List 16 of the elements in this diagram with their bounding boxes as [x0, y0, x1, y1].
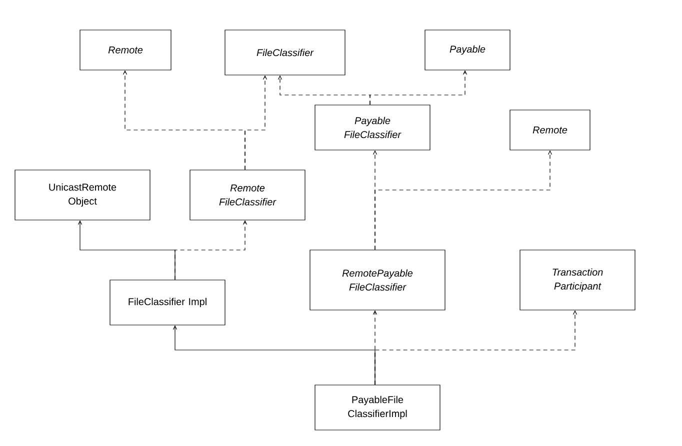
class-box: PayableFile ClassifierImpl [314, 384, 440, 430]
class-box: Payable [424, 30, 510, 70]
class-box: Remote [510, 110, 590, 150]
class-box: Payable FileClassifier [314, 104, 430, 150]
arrow [374, 150, 552, 250]
class-box: FileClassifier [224, 30, 346, 76]
class-box: FileClassifier Impl [110, 280, 226, 326]
arrow [374, 310, 578, 385]
arrow [370, 70, 468, 105]
arrow [244, 75, 268, 170]
class-box: Transaction Participant [520, 250, 636, 310]
class-box: Remote [80, 30, 172, 70]
class-box: RemotePayable FileClassifier [310, 250, 446, 310]
class-box: UnicastRemote Object [14, 170, 150, 220]
arrow [174, 220, 248, 280]
class-box: Remote FileClassifier [190, 170, 306, 220]
